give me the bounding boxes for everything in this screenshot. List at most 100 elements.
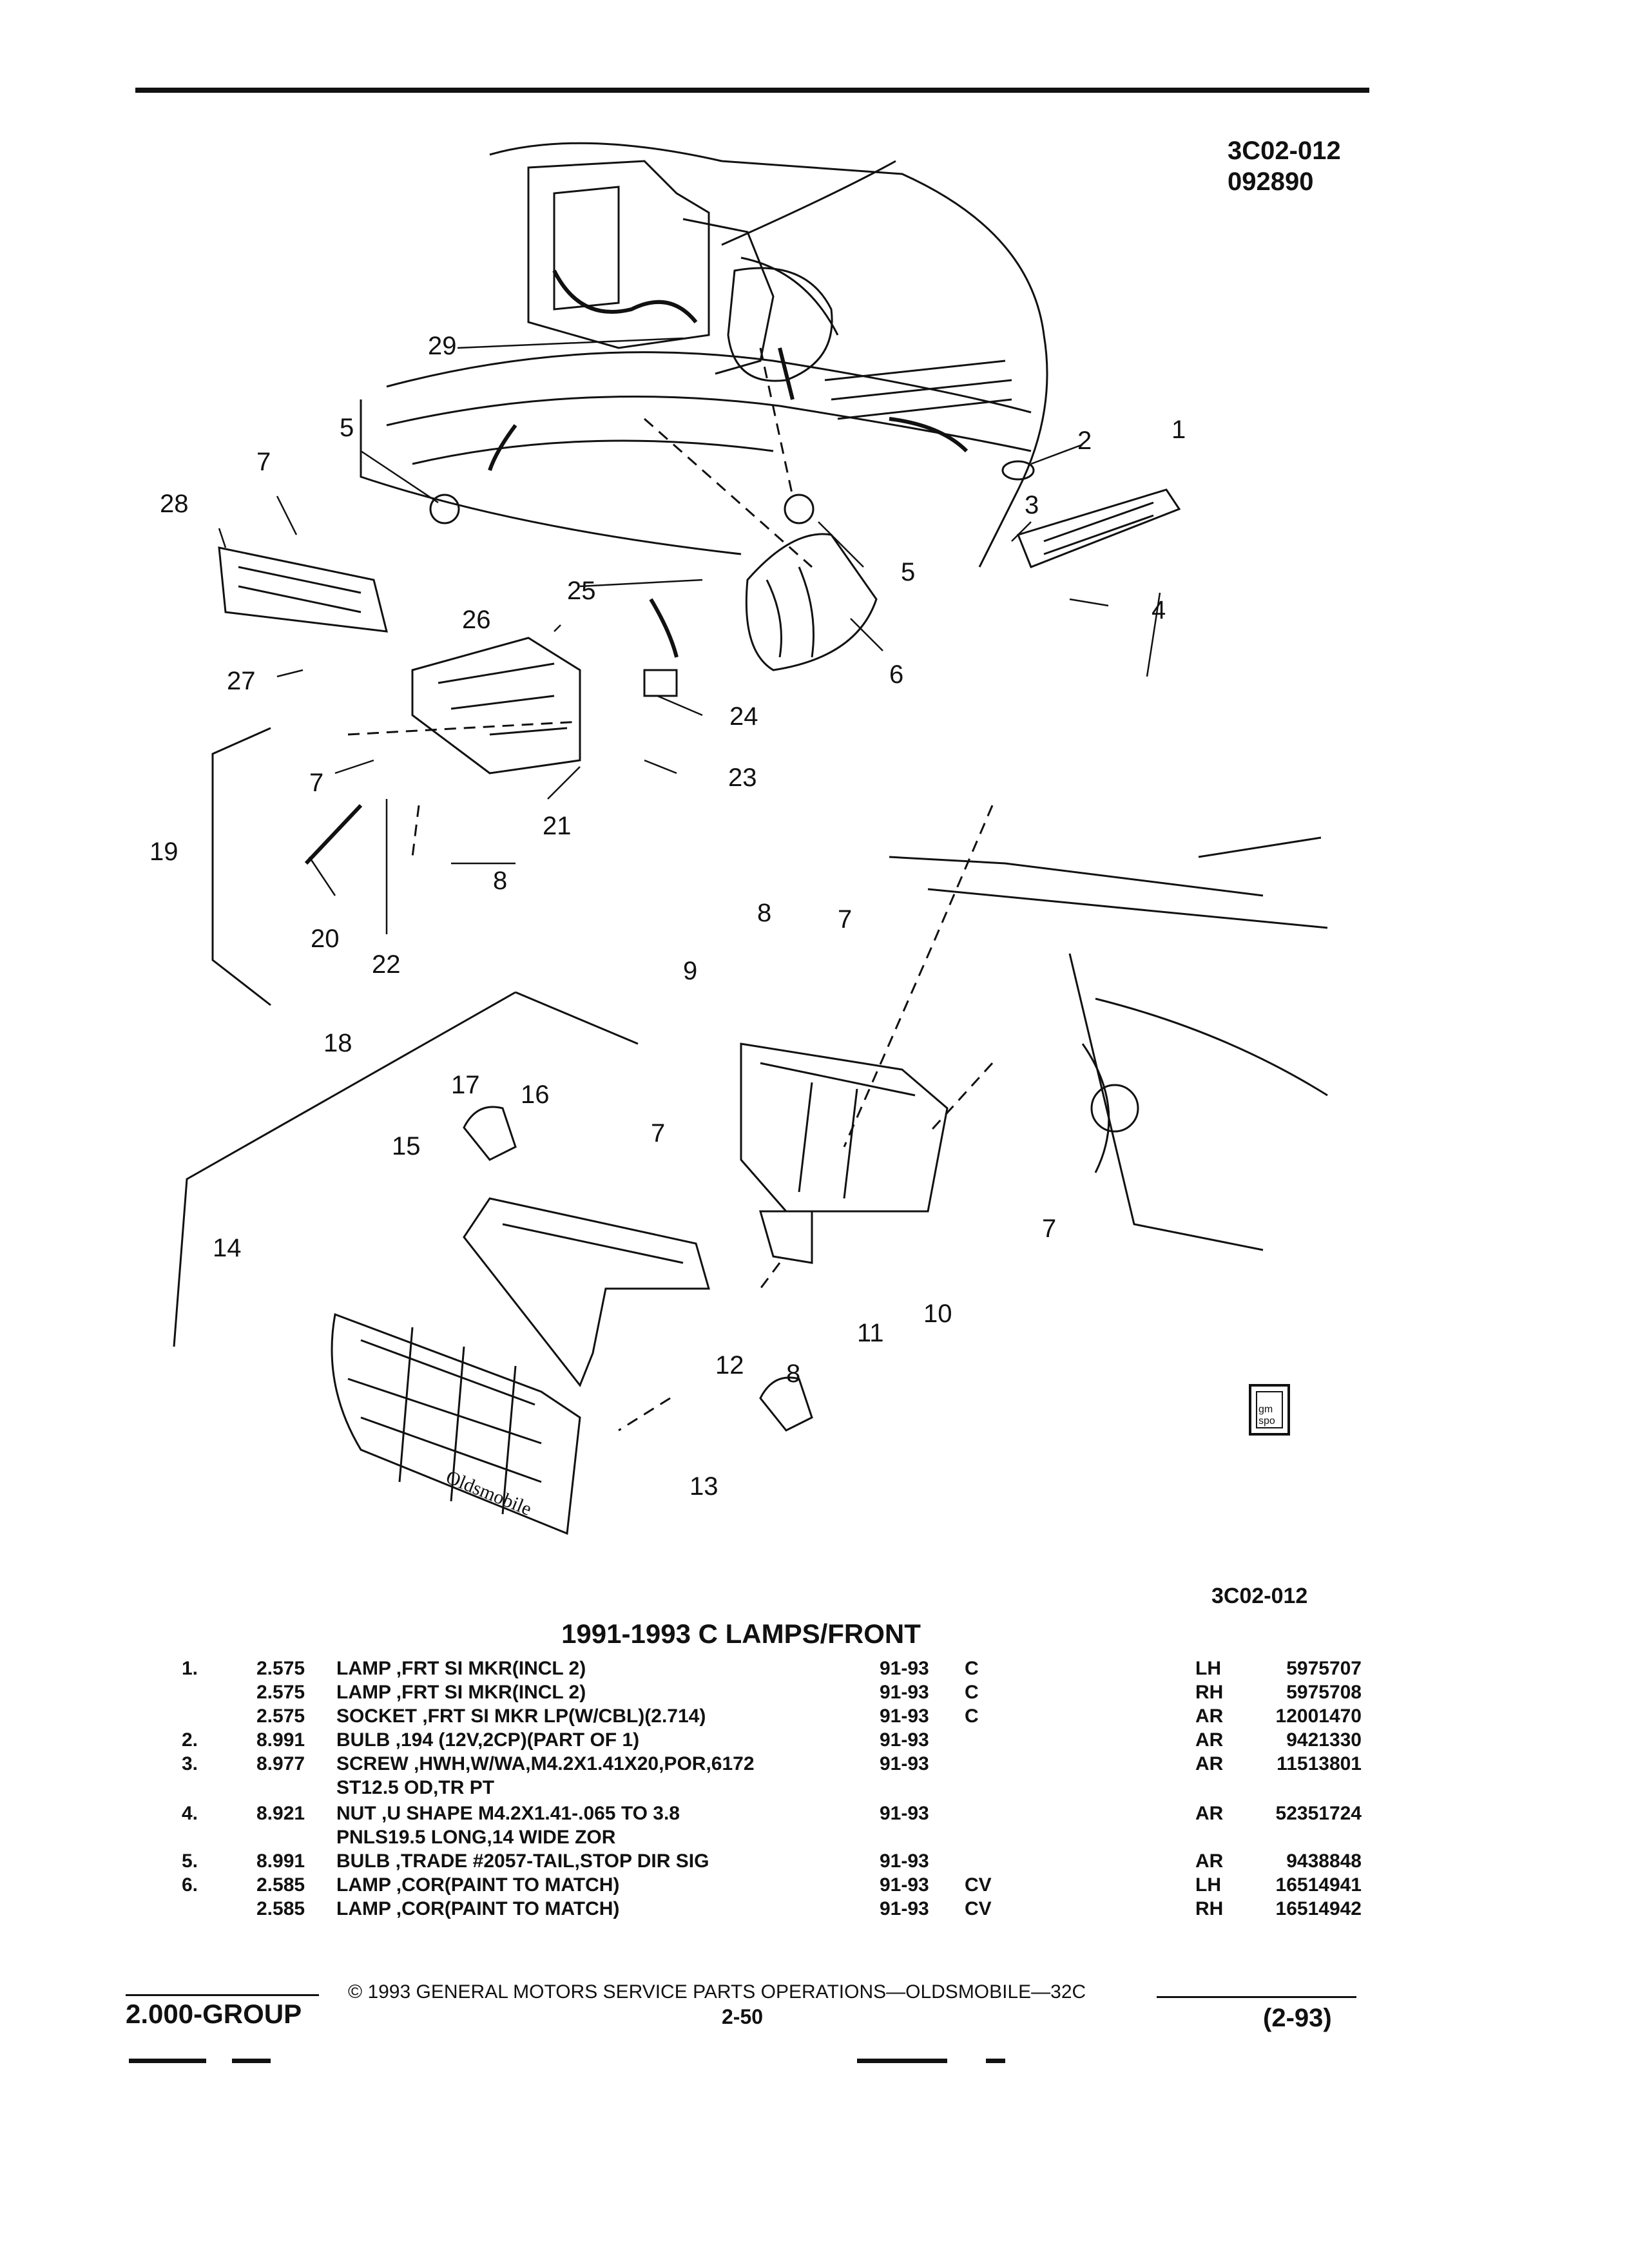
row-description: BULB ,TRADE #2057-TAIL,STOP DIR SIG: [336, 1850, 709, 1872]
row-item-number: 4.: [182, 1803, 198, 1824]
footer-rule-right: [1157, 1996, 1356, 1998]
callout-11: 11: [857, 1319, 884, 1347]
row-side: RH: [1195, 1682, 1224, 1703]
callout-7c: 7: [838, 905, 852, 934]
callout-5a: 5: [340, 414, 354, 442]
callout-5b: 5: [901, 558, 915, 586]
row-side: AR: [1195, 1850, 1224, 1872]
table-row: 3. 8.977 SCREW ,HWH,W/WA,M4.2X1.41X20,POR,…: [0, 1753, 1629, 1776]
row-series: C: [965, 1706, 979, 1727]
row-part-number: 9421330: [1286, 1729, 1362, 1751]
callout-29: 29: [428, 332, 457, 360]
row-group-code: 8.921: [256, 1803, 305, 1824]
row-side: AR: [1195, 1729, 1224, 1751]
callout-12: 12: [715, 1351, 744, 1379]
row-description: LAMP ,COR(PAINT TO MATCH): [336, 1874, 620, 1896]
scan-mark: [857, 2059, 947, 2063]
callout-22: 22: [372, 950, 401, 979]
callout-7e: 7: [1042, 1215, 1056, 1243]
footer-copyright: © 1993 GENERAL MOTORS SERVICE PARTS OPER…: [348, 1981, 1086, 2003]
row-years: 91-93: [880, 1803, 929, 1824]
callout-21: 21: [543, 812, 572, 840]
callout-8a: 8: [493, 867, 507, 895]
table-row: ST12.5 OD,TR PT: [0, 1777, 1629, 1800]
park-lamp: [218, 546, 388, 633]
footer-group: 2.000-GROUP: [126, 1999, 302, 2029]
row-part-number: 9438848: [1286, 1850, 1362, 1872]
row-series: C: [965, 1682, 979, 1703]
headlamp-assembly: [331, 1312, 581, 1535]
row-group-code: 2.575: [256, 1658, 305, 1679]
row-years: 91-93: [880, 1874, 929, 1896]
scan-mark: [129, 2059, 206, 2063]
row-years: 91-93: [880, 1706, 929, 1727]
callout-6: 6: [889, 660, 903, 689]
upper-bracket: [527, 160, 710, 349]
callout-9: 9: [683, 957, 697, 985]
callout-7a: 7: [256, 448, 271, 476]
row-years: 91-93: [880, 1729, 929, 1751]
row-description: SCREW ,HWH,W/WA,M4.2X1.41X20,POR,6172: [336, 1753, 755, 1774]
row-series: CV: [965, 1898, 992, 1919]
callout-26: 26: [462, 606, 491, 634]
callout-18: 18: [323, 1029, 352, 1057]
figure-date-code: 092890: [1228, 168, 1314, 196]
row-part-number: 11513801: [1277, 1753, 1362, 1774]
figure-code-header: 3C02-012 092890: [1228, 135, 1341, 197]
callout-15: 15: [392, 1132, 421, 1160]
callout-27: 27: [227, 667, 256, 695]
row-description: LAMP ,FRT SI MKR(INCL 2): [336, 1682, 586, 1703]
row-series: C: [965, 1658, 979, 1679]
callout-1: 1: [1171, 416, 1186, 444]
row-part-number: 16514941: [1275, 1874, 1362, 1896]
row-part-number: 16514942: [1275, 1898, 1362, 1919]
table-title: 1991-1993 C LAMPS/FRONT: [561, 1619, 921, 1649]
callout-2: 2: [1077, 427, 1092, 455]
callout-20: 20: [311, 925, 340, 953]
headlamp-opening: [727, 267, 833, 382]
side-marker-lamp: [1017, 488, 1181, 568]
exploded-parts-diagram: 29 1 2 3 4 5 5 6 7 7 7 7 7 8 8 8 9 10 11…: [149, 142, 1328, 1535]
callout-8c: 8: [786, 1360, 800, 1388]
row-side: RH: [1195, 1898, 1224, 1919]
row-side: AR: [1195, 1706, 1224, 1727]
row-group-code: 8.977: [256, 1753, 305, 1774]
callout-28: 28: [160, 490, 189, 518]
row-side: AR: [1195, 1803, 1224, 1824]
callout-10: 10: [923, 1300, 952, 1328]
row-description: BULB ,194 (12V,2CP)(PART OF 1): [336, 1729, 640, 1751]
row-description: LAMP ,COR(PAINT TO MATCH): [336, 1898, 620, 1919]
row-group-code: 2.575: [256, 1682, 305, 1703]
callout-7d: 7: [651, 1119, 665, 1148]
mounting-panel: [740, 1043, 949, 1213]
row-side: AR: [1195, 1753, 1224, 1774]
callout-7b: 7: [309, 769, 323, 797]
figure-code-bottom: 3C02-012: [1211, 1584, 1308, 1608]
footer-date: (2-93): [1263, 2004, 1332, 2032]
row-series: CV: [965, 1874, 992, 1896]
row-item-number: 1.: [182, 1658, 198, 1679]
row-group-code: 8.991: [256, 1729, 305, 1751]
callout-16: 16: [521, 1081, 550, 1109]
callout-4: 4: [1152, 596, 1166, 624]
gm-spo-logo: gm spo: [1249, 1384, 1290, 1436]
row-part-number: 12001470: [1275, 1706, 1362, 1727]
callout-8b: 8: [757, 899, 771, 927]
row-description: LAMP ,FRT SI MKR(INCL 2): [336, 1658, 586, 1679]
row-years: 91-93: [880, 1753, 929, 1774]
scan-mark: [986, 2059, 1005, 2063]
svg-text:gm: gm: [1258, 1404, 1273, 1415]
corner-lamp: [745, 533, 878, 671]
row-item-number: 3.: [182, 1753, 198, 1774]
row-item-number: 5.: [182, 1850, 198, 1872]
lamp-housing: [411, 637, 581, 774]
callout-17: 17: [451, 1071, 480, 1099]
callout-3: 3: [1025, 491, 1039, 519]
